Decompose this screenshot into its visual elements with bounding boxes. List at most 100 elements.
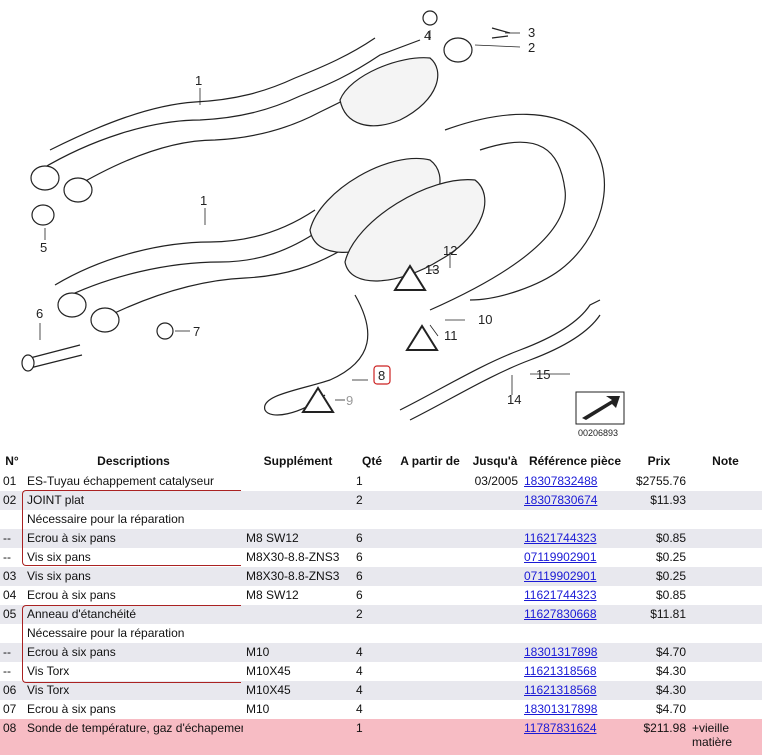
row-supplement (243, 510, 353, 529)
table-row: Nécessaire pour la réparation (0, 510, 762, 529)
row-from (391, 662, 469, 681)
row-reference: 11621318568 (521, 662, 629, 681)
row-qty: 4 (353, 681, 391, 700)
row-note (689, 529, 762, 548)
row-to (469, 567, 521, 586)
row-supplement (243, 472, 353, 491)
kit-bracket-02 (22, 490, 241, 566)
row-number: 06 (0, 681, 24, 700)
col-ref: Référence pièce (521, 450, 629, 472)
row-to (469, 491, 521, 510)
row-number: -- (0, 548, 24, 567)
part-reference-link[interactable]: 18307832488 (524, 474, 598, 488)
part-reference-link[interactable]: 11627830668 (524, 607, 597, 621)
row-note (689, 510, 762, 529)
row-reference: 11627830668 (521, 605, 629, 624)
row-from (391, 681, 469, 700)
row-price: $4.70 (629, 700, 689, 719)
kit-bracket-05 (22, 605, 241, 683)
row-price: $2755.76 (629, 472, 689, 491)
part-reference-link[interactable]: 07119902901 (524, 550, 597, 564)
row-description: Vis Torx (24, 681, 243, 700)
row-to (469, 529, 521, 548)
row-from (391, 548, 469, 567)
part-reference-link[interactable]: 11621318568 (524, 683, 597, 697)
callout-10: 10 (478, 312, 492, 327)
row-reference: 18301317898 (521, 700, 629, 719)
row-number: -- (0, 643, 24, 662)
row-description: Ecrou à six pans (24, 700, 243, 719)
row-supplement (243, 605, 353, 624)
row-to (469, 719, 521, 755)
table-row: Nécessaire pour la réparation (0, 624, 762, 643)
callout-1b: 1 (200, 193, 207, 208)
row-reference (521, 510, 629, 529)
part-reference-link[interactable]: 11621318568 (524, 664, 597, 678)
row-note (689, 548, 762, 567)
row-note (689, 567, 762, 586)
parts-table: N° Descriptions Supplément Qté A partir … (0, 450, 762, 755)
row-description: ES-Tuyau échappement catalyseur (24, 472, 243, 491)
price-value: $4.70 (655, 645, 686, 659)
row-from (391, 700, 469, 719)
part-reference-link[interactable]: 11787831624 (524, 721, 597, 735)
row-description: Ecrou à six pans (24, 643, 243, 662)
part-reference-link[interactable]: 18301317898 (524, 645, 598, 659)
diagram-ref-code: 00206893 (578, 428, 618, 438)
row-price: $0.25 (629, 567, 689, 586)
callout-5: 5 (40, 240, 47, 255)
callout-2: 2 (528, 40, 535, 55)
part-reference-link[interactable]: 11621744323 (524, 531, 597, 545)
row-qty: 2 (353, 491, 391, 510)
row-price: $0.25 (629, 548, 689, 567)
row-from (391, 719, 469, 755)
part-reference-link[interactable]: 07119902901 (524, 569, 597, 583)
row-supplement: M8 SW12 (243, 586, 353, 605)
row-price: $211.98 (629, 719, 689, 755)
price-value: $0.85 (655, 588, 686, 602)
row-description: Ecrou à six pans (24, 586, 243, 605)
callout-6: 6 (36, 306, 43, 321)
row-description: Ecrou à six pans (24, 529, 243, 548)
row-from (391, 605, 469, 624)
col-price: Prix (629, 450, 689, 472)
row-qty (353, 510, 391, 529)
row-description: JOINT plat (24, 491, 243, 510)
row-supplement: M8X30-8.8-ZNS3 (243, 548, 353, 567)
part-reference-link[interactable]: 11621744323 (524, 588, 597, 602)
row-description: Anneau d'étanchéité (24, 605, 243, 624)
row-qty: 6 (353, 529, 391, 548)
row-supplement: M10X45 (243, 662, 353, 681)
row-to (469, 681, 521, 700)
row-to (469, 624, 521, 643)
row-qty (353, 624, 391, 643)
row-price: $4.70 (629, 643, 689, 662)
row-number (0, 624, 24, 643)
part-reference-link[interactable]: 18301317898 (524, 702, 598, 716)
exhaust-diagram: 1 1 2 3 4 5 6 7 8 9 10 11 12 13 14 15 00… (21, 10, 625, 438)
price-value: $11.81 (650, 607, 686, 621)
row-to (469, 605, 521, 624)
row-qty: 4 (353, 643, 391, 662)
row-to (469, 700, 521, 719)
row-from (391, 510, 469, 529)
row-number: 07 (0, 700, 24, 719)
row-price (629, 510, 689, 529)
row-note (689, 472, 762, 491)
row-note: +vieille matière (689, 719, 762, 755)
part-reference-link[interactable]: 18307830674 (524, 493, 598, 507)
price-value: $2755.76 (635, 474, 686, 488)
row-note (689, 662, 762, 681)
row-to (469, 510, 521, 529)
row-price: $11.81 (629, 605, 689, 624)
price-value: $211.98 (643, 721, 687, 735)
price-value: $4.70 (655, 702, 686, 716)
row-description: Nécessaire pour la réparation (24, 624, 243, 643)
